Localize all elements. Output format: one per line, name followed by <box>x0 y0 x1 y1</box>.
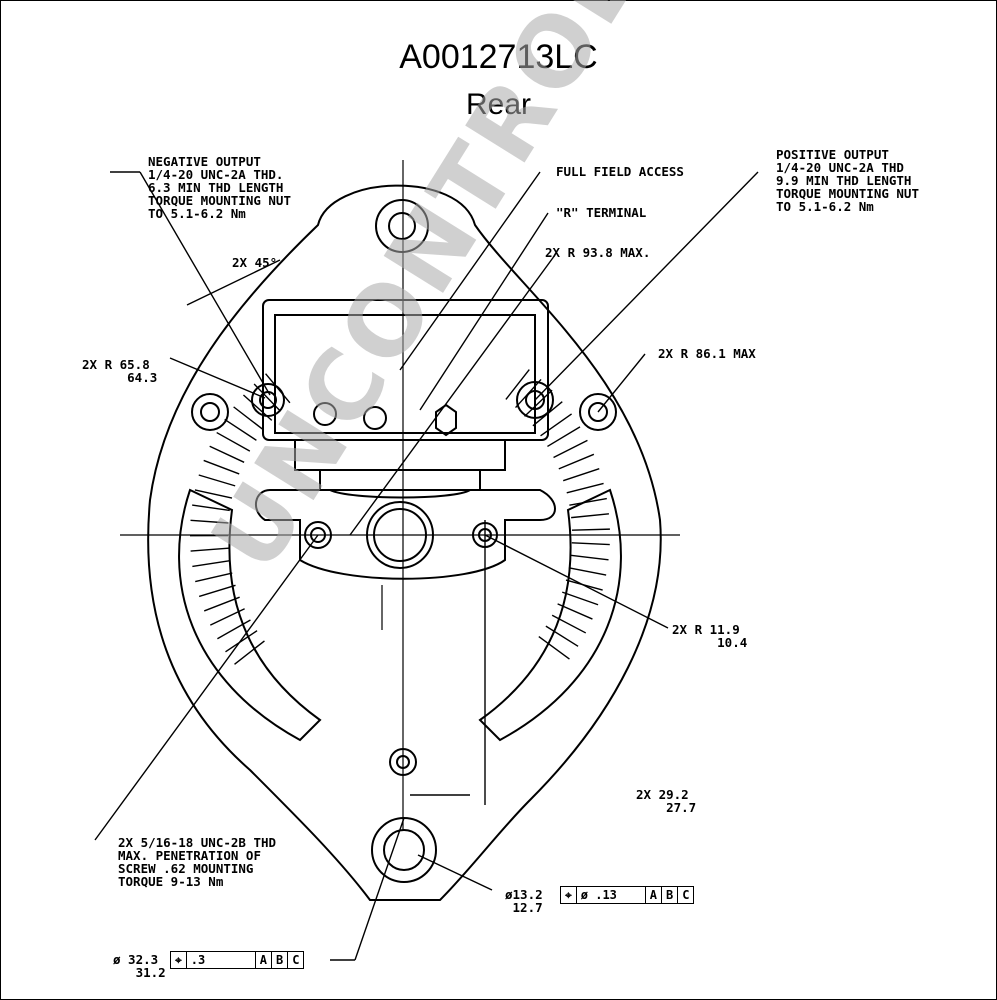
fcf-tolerance: ø .13 <box>577 887 646 903</box>
fcf-datum-a: A <box>256 952 272 968</box>
vent-slat <box>190 519 229 524</box>
annotation-radius-86: 2X R 86.1 MAX <box>658 346 756 361</box>
annotation-r-terminal: "R" TERMINAL <box>556 205 647 220</box>
vent-slat <box>203 596 240 612</box>
top-ear-boss <box>375 199 429 253</box>
annotation-radius-65: 2X R 65.8 64.3 <box>82 357 158 385</box>
annotation-radius-11: 2X R 11.9 10.4 <box>672 622 748 650</box>
vent-slat <box>545 625 579 647</box>
vent-slat <box>557 603 593 620</box>
position-symbol-icon: ⌖ <box>171 952 187 968</box>
regulator-base <box>294 440 506 491</box>
annotation-thread-516: 2X 5/16-18 UNC-2B THD MAX. PENETRATION O… <box>118 835 277 889</box>
vent-slat <box>538 636 570 660</box>
vent-slat <box>540 413 573 437</box>
vent-slat <box>505 369 530 400</box>
left-boss <box>191 393 229 431</box>
centerlines <box>120 160 680 830</box>
vent-slat <box>233 406 265 431</box>
drawing-title: A0012713LC <box>399 38 598 76</box>
terminal-3 <box>435 403 457 437</box>
vent-slat <box>571 542 610 546</box>
vent-slat <box>225 630 258 653</box>
vent-slat <box>571 513 609 519</box>
vent-slat <box>515 378 542 409</box>
positive-terminal <box>516 381 554 419</box>
annotation-positive-output: POSITIVE OUTPUT 1/4-20 UNC-2A THD 9.9 MI… <box>776 147 919 214</box>
bottom-ear-boss <box>371 817 437 883</box>
bottom-small-boss <box>389 748 417 776</box>
vent-slat <box>569 497 607 506</box>
terminal-1 <box>313 402 337 426</box>
vent-slat <box>195 572 233 583</box>
vent-slat <box>224 418 257 441</box>
vent-slats <box>189 369 610 665</box>
vent-slat <box>551 614 587 634</box>
vent-slat <box>547 426 581 448</box>
vent-slat <box>198 474 236 487</box>
right-boss <box>579 393 617 431</box>
annotation-negative-output: NEGATIVE OUTPUT 1/4-20 UNC-2A THD. 6.3 M… <box>148 154 291 221</box>
vent-slat <box>566 482 604 494</box>
vent-slat <box>203 459 240 475</box>
fcf-tolerance: .3 <box>187 952 256 968</box>
annotation-angle-45: 2X 45° <box>232 255 278 270</box>
fcf-datum-a: A <box>646 887 662 903</box>
top-ear-hole <box>388 212 416 240</box>
vent-slat <box>190 547 229 552</box>
housing-outline <box>147 184 662 901</box>
vent-slat <box>209 608 245 626</box>
annotation-dim-29: 2X 29.2 27.7 <box>636 787 697 815</box>
vent-slat <box>242 394 273 421</box>
position-symbol-icon: ⌖ <box>561 887 577 903</box>
feature-control-frame-small: ⌖ ø .13 A B C <box>560 886 695 904</box>
negative-terminal <box>251 383 285 417</box>
vent-slat <box>198 584 236 598</box>
vent-slat <box>265 373 291 404</box>
vent-slat <box>216 431 251 452</box>
vent-slat <box>217 619 251 640</box>
vent-right <box>478 488 622 742</box>
vent-slat <box>192 504 230 512</box>
annotation-dia-32: ø 32.3 31.2 <box>113 952 166 980</box>
vent-slat <box>209 445 245 463</box>
bottom-ear-hole <box>383 829 425 871</box>
vent-slat <box>234 640 265 665</box>
vent-slat <box>562 591 599 606</box>
vent-slat <box>562 468 600 482</box>
drawing-subtitle: Rear <box>465 88 532 121</box>
vent-slat <box>192 560 231 568</box>
regulator-cover <box>274 314 536 434</box>
terminal-2 <box>363 406 387 430</box>
feature-control-frame-large: ⌖ .3 A B C <box>170 951 305 969</box>
annotation-radius-93: 2X R 93.8 MAX. <box>545 245 651 260</box>
fcf-datum-b: B <box>272 952 289 968</box>
vent-slat <box>558 453 595 470</box>
vent-slat <box>571 528 610 531</box>
fcf-datum-c: C <box>682 888 690 902</box>
vent-slat <box>532 401 563 427</box>
bearing-plate <box>255 489 556 580</box>
vent-slat <box>570 554 609 561</box>
leader-lines <box>94 171 759 961</box>
vent-slat <box>253 383 282 412</box>
vent-slat <box>524 389 553 417</box>
fcf-datum-c: C <box>292 953 300 967</box>
vent-slat <box>194 489 233 499</box>
annotation-full-field-access: FULL FIELD ACCESS <box>556 164 684 179</box>
vent-slat <box>553 439 588 459</box>
fcf-datum-b: B <box>662 887 679 903</box>
regulator-block <box>262 299 549 441</box>
vent-slat <box>568 567 607 576</box>
annotation-dia-13: ø13.2 12.7 <box>505 887 543 915</box>
